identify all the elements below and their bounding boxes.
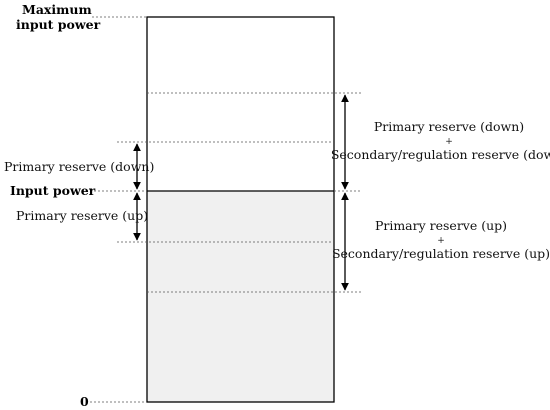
- right-down-label-line2: Secondary/regulation reserve (down): [331, 147, 550, 162]
- capacity-box: [146, 16, 335, 403]
- used-capacity-region: [147, 191, 334, 402]
- right-up-plus: +: [437, 236, 445, 246]
- left-primary-down-label: Primary reserve (down): [4, 159, 154, 174]
- zero-label: 0: [80, 394, 89, 409]
- right-up-label-line1: Primary reserve (up): [375, 218, 507, 233]
- max-power-label-line2: input power: [16, 17, 101, 32]
- right-up-label-line2: Secondary/regulation reserve (up): [332, 246, 550, 261]
- right-down-plus: +: [445, 137, 453, 147]
- right-down-label-line1: Primary reserve (down): [374, 119, 524, 134]
- left-primary-up-label: Primary reserve (up): [16, 208, 148, 223]
- max-power-label-line1: Maximum: [22, 2, 92, 17]
- input-power-label: Input power: [10, 183, 96, 198]
